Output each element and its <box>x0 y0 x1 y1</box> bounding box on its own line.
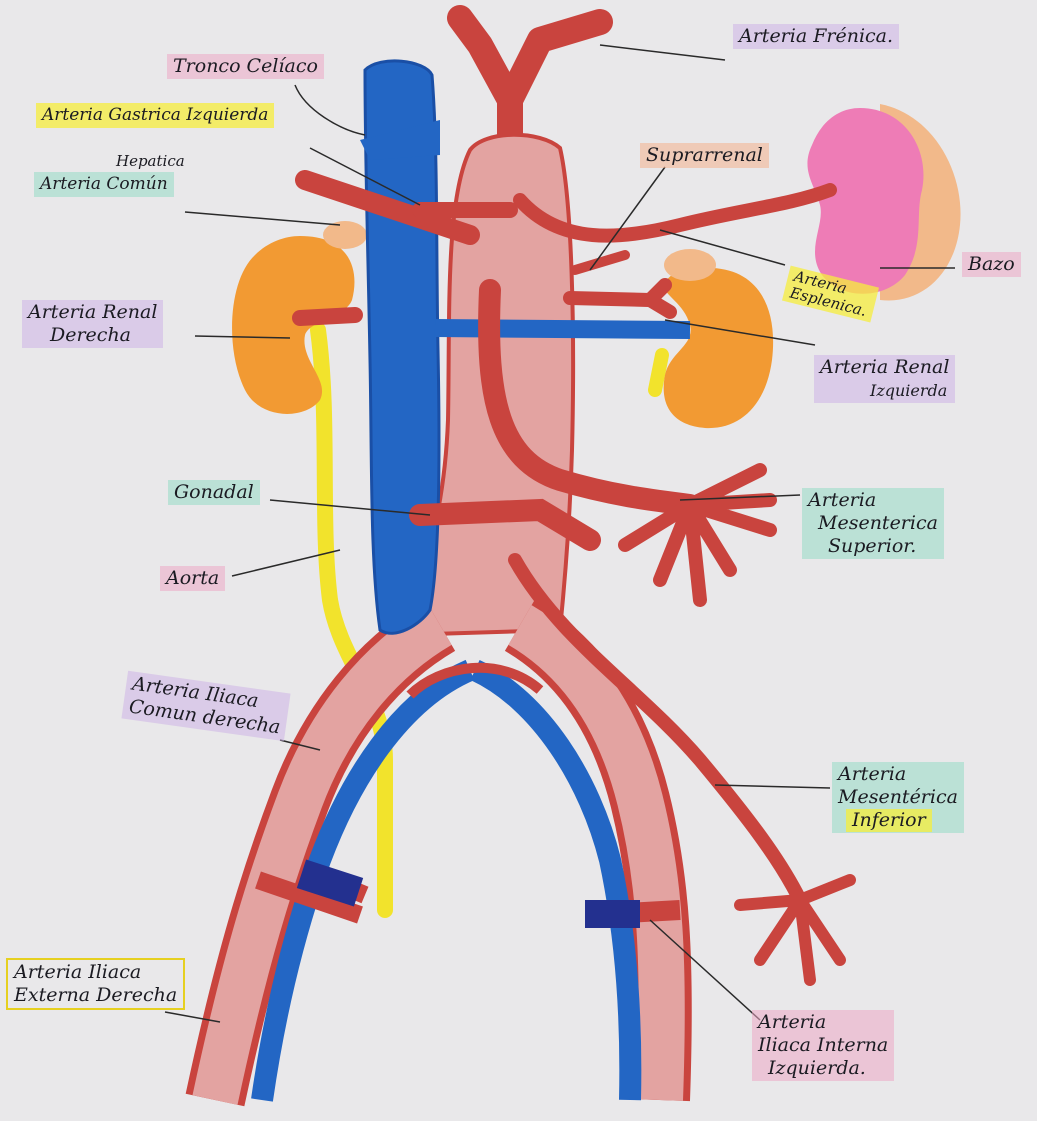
label-arteria-renal-derecha-line2: Derecha <box>28 324 157 347</box>
label-mes-inf-line1: Arteria <box>838 763 958 786</box>
left-internal-iliac-vein-band <box>585 900 640 928</box>
left-kidney <box>664 267 773 428</box>
label-gonadal: Gonadal <box>168 480 260 505</box>
right-kidney <box>232 236 354 414</box>
label-arteria-mesenterica-inferior: Arteria Mesentérica Inferior <box>832 762 964 833</box>
label-arteria-gastrica-izquierda: Arteria Gastrica Izquierda <box>36 103 274 128</box>
label-bazo: Bazo <box>962 252 1021 277</box>
right-renal-artery <box>300 315 355 318</box>
label-iliaca-int-line1: Arteria <box>758 1011 888 1034</box>
label-arteria-renal-derecha-line1: Arteria Renal <box>28 301 157 324</box>
label-tronco-celiaco: Tronco Celíaco <box>167 54 324 79</box>
label-arteria-mesenterica-superior: Arteria Mesenterica Superior. <box>802 488 944 559</box>
phrenic-artery <box>460 18 600 150</box>
label-mes-sup-line3: Superior. <box>808 535 938 558</box>
left-renal-artery <box>570 285 670 312</box>
label-arteria-renal-izquierda-line1: Arteria Renal <box>820 356 949 379</box>
left-ureter <box>655 355 662 390</box>
label-iliaca-int-line2: Iliaca Interna <box>758 1034 888 1057</box>
right-adrenal <box>323 221 367 249</box>
label-aorta: Aorta <box>160 566 225 591</box>
label-iliaca-ext-line2: Externa Derecha <box>14 984 177 1007</box>
label-arteria-renal-derecha: Arteria Renal Derecha <box>22 300 163 348</box>
label-mes-sup-line1: Arteria <box>808 489 938 512</box>
ima-branches <box>740 880 850 980</box>
label-iliaca-int-line3: Izquierda. <box>758 1057 888 1080</box>
label-arteria-comun: Arteria Común <box>34 172 174 197</box>
left-adrenal <box>664 249 716 281</box>
label-arteria-renal-izquierda-line2: Izquierda <box>820 379 949 402</box>
label-hepatica: Hepatica <box>110 152 191 171</box>
label-arteria-iliaca-externa-derecha: Arteria Iliaca Externa Derecha <box>8 960 183 1008</box>
label-arteria-renal-izquierda: Arteria Renal Izquierda <box>814 355 955 403</box>
label-arteria-iliaca-interna-izquierda: Arteria Iliaca Interna Izquierda. <box>752 1010 894 1081</box>
label-iliaca-ext-line1: Arteria Iliaca <box>14 961 177 984</box>
label-mes-inf-line3: Inferior <box>846 809 932 832</box>
left-renal-vein <box>435 328 690 330</box>
label-suprarrenal: Suprarrenal <box>640 143 769 168</box>
label-arteria-frenica: Arteria Frénica. <box>733 24 899 49</box>
spleen <box>807 108 923 294</box>
label-mes-inf-line2: Mesentérica <box>838 786 958 809</box>
label-mes-sup-line2: Mesenterica <box>808 512 938 535</box>
